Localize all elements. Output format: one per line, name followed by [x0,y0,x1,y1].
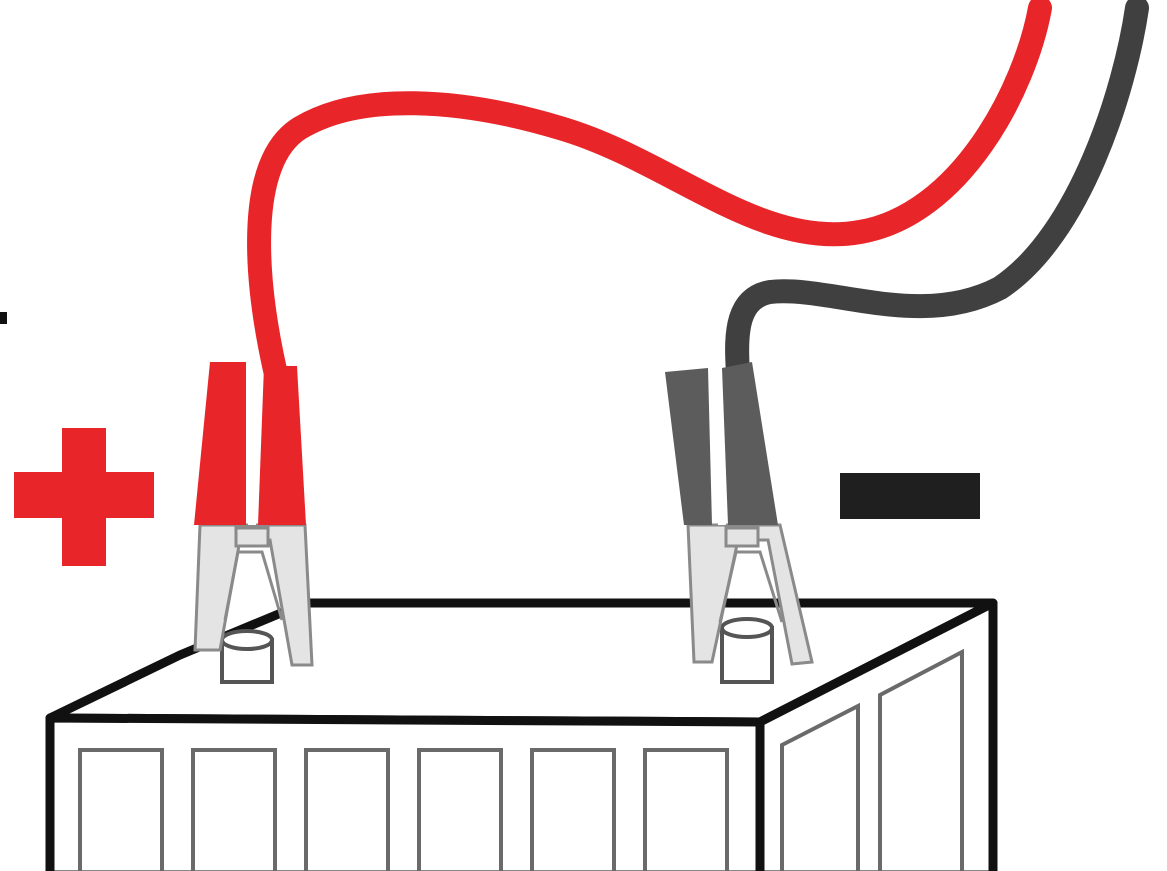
battery-cell [191,748,277,871]
positive-terminal [220,629,274,684]
positive-clamp-jaw [193,523,314,667]
negative-cable [725,0,1149,384]
positive-clamp-handle [258,366,306,525]
positive-clamp [193,362,314,684]
positive-clamp-handle [194,362,246,525]
negative-clamp-spring [724,526,760,548]
battery-cell [417,748,503,871]
negative-clamp-handle [665,368,712,525]
plus-sign-icon [14,428,154,566]
battery-cells [78,748,729,871]
positive-cable [247,0,1052,382]
battery-cell [643,748,729,871]
negative-clamp-handle [722,362,778,525]
edge-mark [0,312,7,324]
battery-side [755,598,998,871]
negative-terminal [720,617,774,684]
negative-clamp-jaw [686,523,814,666]
battery-cell [530,748,616,871]
battery-front [45,713,765,871]
positive-clamp-spring [234,526,270,548]
battery-cell [78,748,164,871]
minus-sign-icon [840,473,980,519]
battery-side-panels [780,648,964,871]
battery [45,598,998,871]
battery-side-panel [780,702,860,871]
negative-clamp [665,362,814,684]
battery-side-panel [878,648,964,871]
battery-cell [304,748,390,871]
